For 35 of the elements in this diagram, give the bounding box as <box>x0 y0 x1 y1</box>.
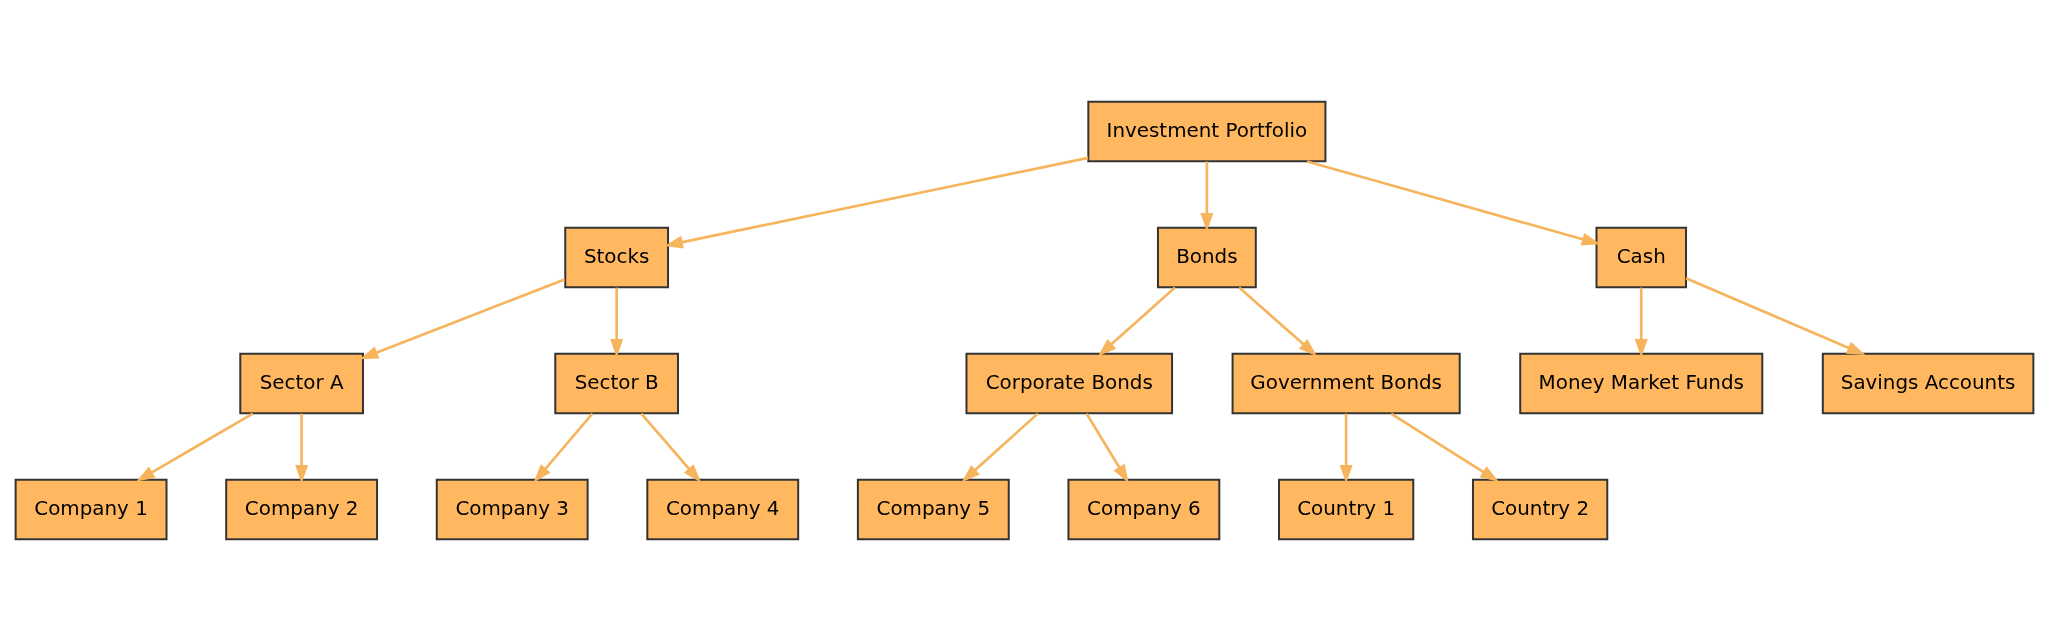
node-box: Company 2 <box>224 478 378 541</box>
node-box: Government Bonds <box>1231 352 1461 415</box>
arrow <box>359 278 565 360</box>
arrow <box>961 412 1039 483</box>
arrow <box>1306 160 1600 246</box>
arrow <box>1685 277 1865 356</box>
arrow <box>1237 286 1317 357</box>
node-box: Savings Accounts <box>1821 352 2034 415</box>
node-box: Money Market Funds <box>1518 352 1763 415</box>
node-box: Sector A <box>238 352 364 415</box>
node-box: Country 2 <box>1471 478 1608 541</box>
arrow <box>1084 412 1129 483</box>
arrow <box>135 412 253 482</box>
arrow <box>1634 287 1648 358</box>
node-box: Country 1 <box>1277 478 1414 541</box>
node-box: Company 5 <box>856 478 1010 541</box>
arrow <box>609 287 623 358</box>
node-box: Stocks <box>563 226 669 289</box>
node-box: Company 4 <box>645 478 799 541</box>
node-box: Company 6 <box>1066 478 1220 541</box>
arrow <box>639 412 701 483</box>
arrow <box>294 413 308 484</box>
node-box: Investment Portfolio <box>1086 100 1326 163</box>
node-box: Corporate Bonds <box>964 352 1173 415</box>
node-box: Bonds <box>1156 226 1257 289</box>
arrow <box>663 156 1088 249</box>
node-box: Company 3 <box>435 478 589 541</box>
node-box: Sector B <box>553 352 679 415</box>
arrow <box>1389 412 1499 482</box>
arrow <box>1097 286 1176 357</box>
node-box: Cash <box>1595 226 1687 289</box>
arrow <box>533 412 593 483</box>
arrow <box>1339 413 1353 484</box>
node-box: Company 1 <box>14 478 167 541</box>
arrow <box>1199 161 1213 232</box>
